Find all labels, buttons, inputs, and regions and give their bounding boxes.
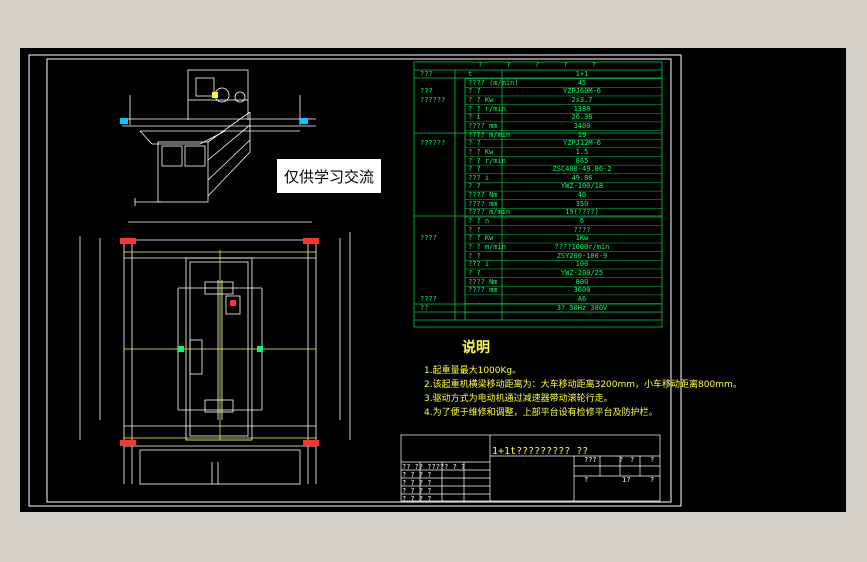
spec-row-value: 49.86: [571, 173, 593, 182]
plan-centerlines: [124, 250, 316, 440]
spec-row-param: ? ?: [468, 268, 481, 277]
spec-row-value: 19: [577, 130, 587, 139]
title-row-3: ? ? ? ?: [402, 479, 432, 487]
spec-row-value: 45: [577, 78, 587, 87]
spec-row-value: ????: [573, 225, 591, 234]
note-item-1: 1.起重量最大1000Kg。: [424, 366, 522, 376]
spec-row-label: ????: [420, 234, 437, 243]
title-block: [400, 434, 661, 502]
spec-row-param: ? ? Kw: [468, 147, 494, 156]
spec-row-param: ? ?: [468, 225, 481, 234]
spec-row-value: A6: [577, 294, 587, 303]
spec-row-value: 100: [575, 260, 589, 269]
title-cell-2: ?: [619, 456, 624, 464]
spec-row-param: ???? Nm: [468, 277, 498, 286]
sheet-border-outer: [28, 54, 682, 507]
notes-title: 说明: [462, 340, 490, 356]
spec-row-label: ????: [420, 294, 437, 303]
spec-row-value: 1.5: [575, 147, 589, 156]
spec-row-param: ???? (m/min): [468, 78, 519, 87]
title-cell-4: ?: [650, 456, 655, 464]
spec-row-value: 3600: [573, 286, 591, 295]
spec-row-value: ????1000r/min: [554, 243, 610, 251]
spec-row-value: YWZ-100/18: [560, 182, 604, 191]
spec-row-value: 2x3.7: [571, 95, 593, 104]
spec-row-param: ???? mm: [468, 286, 498, 295]
title-row-4: ? ? ? ?: [402, 487, 432, 495]
spec-row-value: 1380: [573, 104, 591, 113]
spec-table-header: ? ? ? ? ?: [478, 61, 606, 69]
spec-row-param: ? ? r/min: [468, 156, 506, 165]
watermark-label: 仅供学习交流: [276, 158, 382, 194]
spec-row-param: ? ? n: [468, 217, 490, 226]
spec-row-value: 800: [575, 277, 589, 286]
spec-row-value: 6: [579, 217, 585, 226]
spec-row-value: YWZ-200/25: [560, 268, 604, 277]
spec-row-label: ??? ??????: [420, 87, 446, 105]
spec-row-label: ???: [420, 70, 433, 78]
title-row-1: ?? ?? ????? ? ?: [402, 463, 466, 471]
spec-row-param: ???? mm: [468, 199, 498, 208]
spec-row-value: ZSC400-49.86-2: [552, 165, 612, 174]
spec-row-param: t: [468, 70, 473, 78]
note-item-3: 3.驱动方式为电动机通过减速器带动滚轮行走。: [424, 394, 613, 404]
elevation-markers: [120, 92, 308, 124]
title-cell-1: ???: [584, 456, 597, 464]
spec-row-value: 3? 50Hz 380V: [556, 303, 608, 312]
spec-row-param: ? ?: [468, 87, 481, 96]
spec-row-param: ? ? Kw: [468, 234, 494, 243]
spec-row-value: YZPJ12M-6: [563, 139, 601, 148]
spec-row-value: 3400: [573, 121, 591, 130]
spec-row-value: 350: [575, 199, 589, 208]
spec-row-param: ???? Nm: [468, 191, 498, 200]
title-row-2: ? ? ? ?: [402, 471, 432, 479]
spec-row-param: ???? m/min: [468, 208, 511, 217]
spec-row-lines: [465, 78, 662, 313]
spec-row-param: ? ?: [468, 139, 481, 148]
title-row-5: ? ? ? ?: [402, 495, 432, 503]
spec-row-value: 865: [575, 156, 589, 165]
spec-row-param: ??? i: [468, 260, 490, 269]
spec-row-value: YZPJ60M-6: [563, 87, 601, 96]
spec-row-value: 26.36: [571, 113, 593, 122]
spec-row-param: ???? m/min: [468, 130, 511, 139]
note-item-4: 4.为了便于维修和调整，上部平台设有检修平台及防护栏。: [424, 408, 658, 418]
title-cell-7: ?: [650, 476, 655, 484]
plan-markers: [120, 238, 319, 446]
title-cell-6: 1?: [622, 476, 631, 484]
spec-row-param: ? i: [468, 113, 481, 122]
spec-row-param: ? ?: [468, 165, 481, 174]
spec-row-label: ??????: [420, 139, 446, 148]
spec-row-param: ???? mm: [468, 121, 498, 130]
title-cell-3: ?: [630, 456, 635, 464]
spec-row-label: ??: [420, 303, 429, 312]
title-cell-5: ?: [584, 476, 589, 484]
spec-row-param: ? ? Kw: [468, 95, 494, 104]
spec-row-param: ? ? r/min: [468, 104, 506, 113]
elevation-view: [122, 69, 316, 206]
sheet-border-inner: [46, 58, 672, 503]
spec-row-value: ZSY200-100-9: [556, 251, 608, 260]
spec-row-param: ? ?: [468, 251, 481, 260]
spec-row-param: ??? i: [468, 173, 490, 182]
spec-row-param: ? ? m/min: [468, 243, 506, 251]
spec-row-param: ? ?: [468, 182, 481, 191]
spec-row-value: 19(????): [565, 208, 599, 217]
spec-row-value: 1Kw: [575, 234, 589, 243]
spec-row-value: 1+1: [575, 70, 589, 78]
note-item-2: 2.该起重机横梁移动距离为：大车移动距离3200mm，小车移动距离800mm。: [424, 380, 742, 390]
spec-row-value: 40: [577, 191, 587, 200]
drawing-title: 1+1t????????? ??: [492, 446, 589, 457]
